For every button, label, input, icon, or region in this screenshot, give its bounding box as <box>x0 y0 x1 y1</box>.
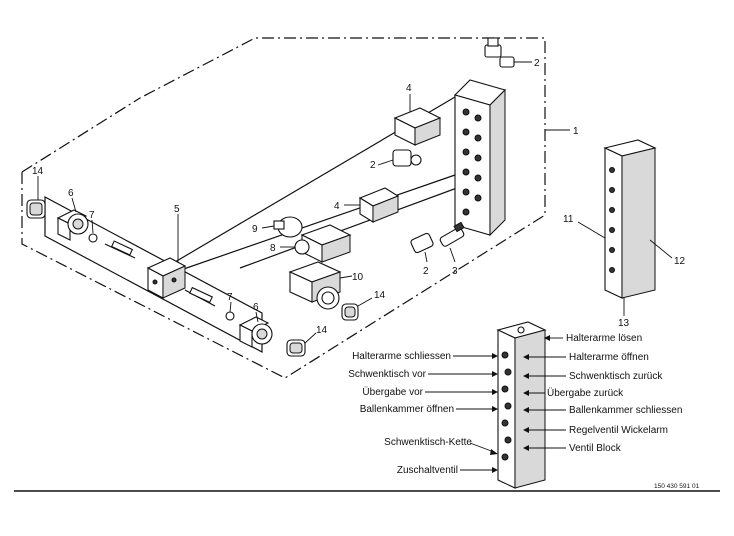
label-halterarme-oeffnen: Halterarme öffnen <box>569 352 649 363</box>
callout-10: 10 <box>352 272 364 283</box>
assembly-boundary <box>21 37 546 379</box>
plug-14-mid <box>341 297 373 321</box>
part-10-valve <box>288 261 353 310</box>
coil-6-right <box>238 311 273 348</box>
plug-14-left <box>26 176 46 219</box>
fitting-3 <box>439 221 465 263</box>
callout-1: 1 <box>573 126 579 137</box>
callout-6-left: 6 <box>68 188 74 199</box>
callout-2-middle: 2 <box>370 160 376 171</box>
part-8-valve <box>280 224 352 263</box>
label-ventil-block: Ventil Block <box>569 443 622 454</box>
label-ballenkammer-schliessen: Ballenkammer schliessen <box>569 405 682 416</box>
block-4-lower <box>344 187 400 223</box>
label-schwenktisch-zurueck: Schwenktisch zurück <box>569 371 663 382</box>
fitting-2-lower <box>410 232 434 263</box>
label-ballenkammer-oeffnen: Ballenkammer öffnen <box>360 404 454 415</box>
callout-3: 3 <box>452 266 458 277</box>
label-uebergabe-vor: Übergabe vor <box>362 386 423 398</box>
oring-7-left <box>88 219 98 243</box>
callout-12: 12 <box>674 256 686 267</box>
label-halterarme-loesen: Halterarme lösen <box>566 333 642 344</box>
callout-11: 11 <box>563 214 574 225</box>
label-schwenktisch-vor: Schwenktisch vor <box>348 369 426 380</box>
fitting-2-top <box>484 37 532 68</box>
callout-6-right: 6 <box>253 302 259 313</box>
label-schwenktisch-kette: Schwenktisch-Kette <box>384 437 472 448</box>
callout-14-bottom: 14 <box>316 325 328 336</box>
callout-9: 9 <box>252 224 258 235</box>
callout-7-right: 7 <box>227 292 233 303</box>
main-valve-block <box>453 79 507 237</box>
callout-8: 8 <box>270 243 276 254</box>
part-9 <box>261 216 303 238</box>
rod-right <box>184 286 216 307</box>
callout-5: 5 <box>174 204 180 215</box>
callout-7-left: 7 <box>89 210 95 221</box>
label-zuschaltventil: Zuschaltventil <box>397 465 458 476</box>
rod-left <box>104 240 136 259</box>
valve-subpanel <box>44 195 263 354</box>
side-valve-block <box>577 139 673 316</box>
labelled-valve-block <box>496 321 547 489</box>
callout-2-lower: 2 <box>423 266 429 277</box>
callout-2-top: 2 <box>534 58 540 69</box>
plug-14-bottom <box>286 332 317 357</box>
callout-4-lower: 4 <box>334 201 340 212</box>
block-5 <box>146 214 187 299</box>
callout-14-mid: 14 <box>374 290 386 301</box>
drawing-number: 150 430 591 01 <box>654 483 700 490</box>
fitting-2-middle <box>377 149 422 167</box>
callout-4-upper: 4 <box>406 83 412 94</box>
label-regelventil-wickelarm: Regelventil Wickelarm <box>569 425 668 436</box>
label-uebergabe-zurueck: Übergabe zurück <box>547 387 624 399</box>
block-4-upper <box>393 94 442 146</box>
oring-7-right <box>225 301 235 321</box>
callout-14-left: 14 <box>32 166 44 177</box>
label-arrows <box>425 335 566 473</box>
coil-6-left <box>56 197 89 241</box>
callout-13: 13 <box>618 318 630 329</box>
label-halterarme-schliessen: Halterarme schliessen <box>352 351 451 362</box>
